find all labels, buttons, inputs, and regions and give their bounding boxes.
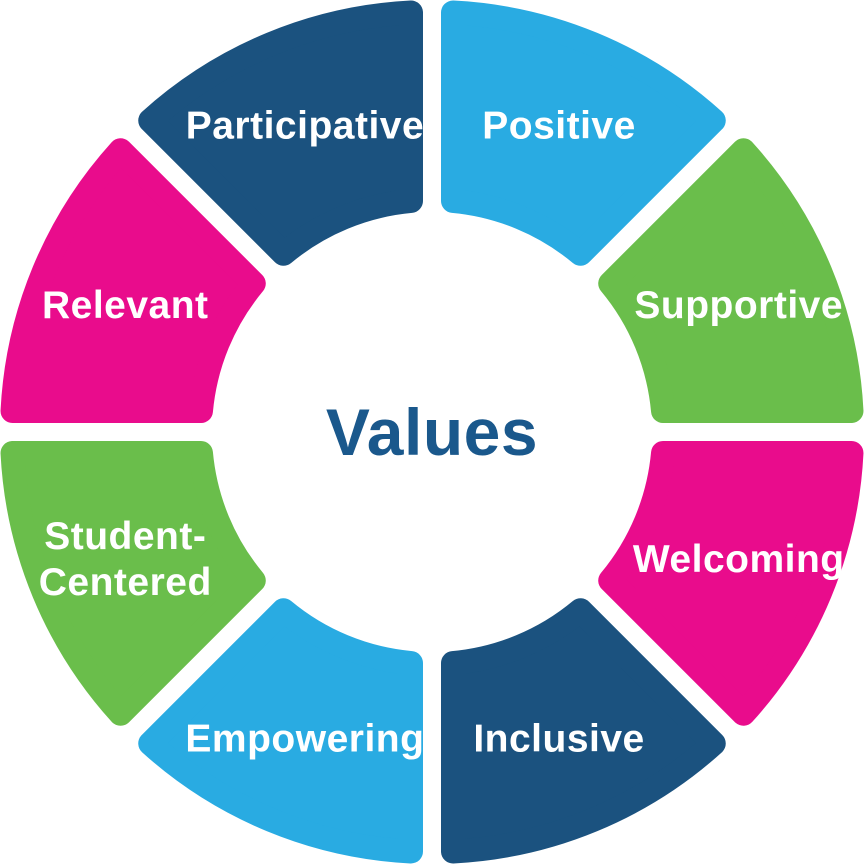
segment-label-welcoming: Welcoming	[633, 538, 845, 581]
segment-empowering	[138, 598, 423, 864]
segment-label-line: Centered	[39, 561, 212, 604]
segment-label-line: Positive	[482, 104, 636, 147]
segment-label-line: Empowering	[185, 717, 424, 760]
segment-welcoming	[598, 441, 864, 726]
segment-student-centered	[0, 441, 266, 726]
wheel-center-title: Values	[326, 395, 538, 469]
segment-label-participative: Participative	[186, 104, 424, 147]
segment-label-supportive: Supportive	[634, 283, 843, 326]
segment-positive	[441, 0, 726, 266]
segment-label-line: Supportive	[634, 283, 843, 326]
segment-supportive	[598, 138, 864, 423]
segment-label-inclusive: Inclusive	[473, 717, 644, 760]
segment-label-relevant: Relevant	[42, 283, 209, 326]
segment-label-line: Relevant	[42, 283, 209, 326]
segment-label-line: Inclusive	[473, 717, 644, 760]
segment-inclusive	[441, 598, 726, 864]
segment-label-positive: Positive	[482, 104, 636, 147]
segment-label-line: Welcoming	[633, 538, 845, 581]
segment-label-empowering: Empowering	[185, 717, 424, 760]
segment-label-student-centered: Student-Centered	[39, 515, 212, 604]
segment-label-line: Student-	[44, 515, 206, 558]
segment-label-line: Participative	[186, 104, 424, 147]
segment-participative	[138, 0, 423, 266]
segment-relevant	[0, 138, 266, 423]
